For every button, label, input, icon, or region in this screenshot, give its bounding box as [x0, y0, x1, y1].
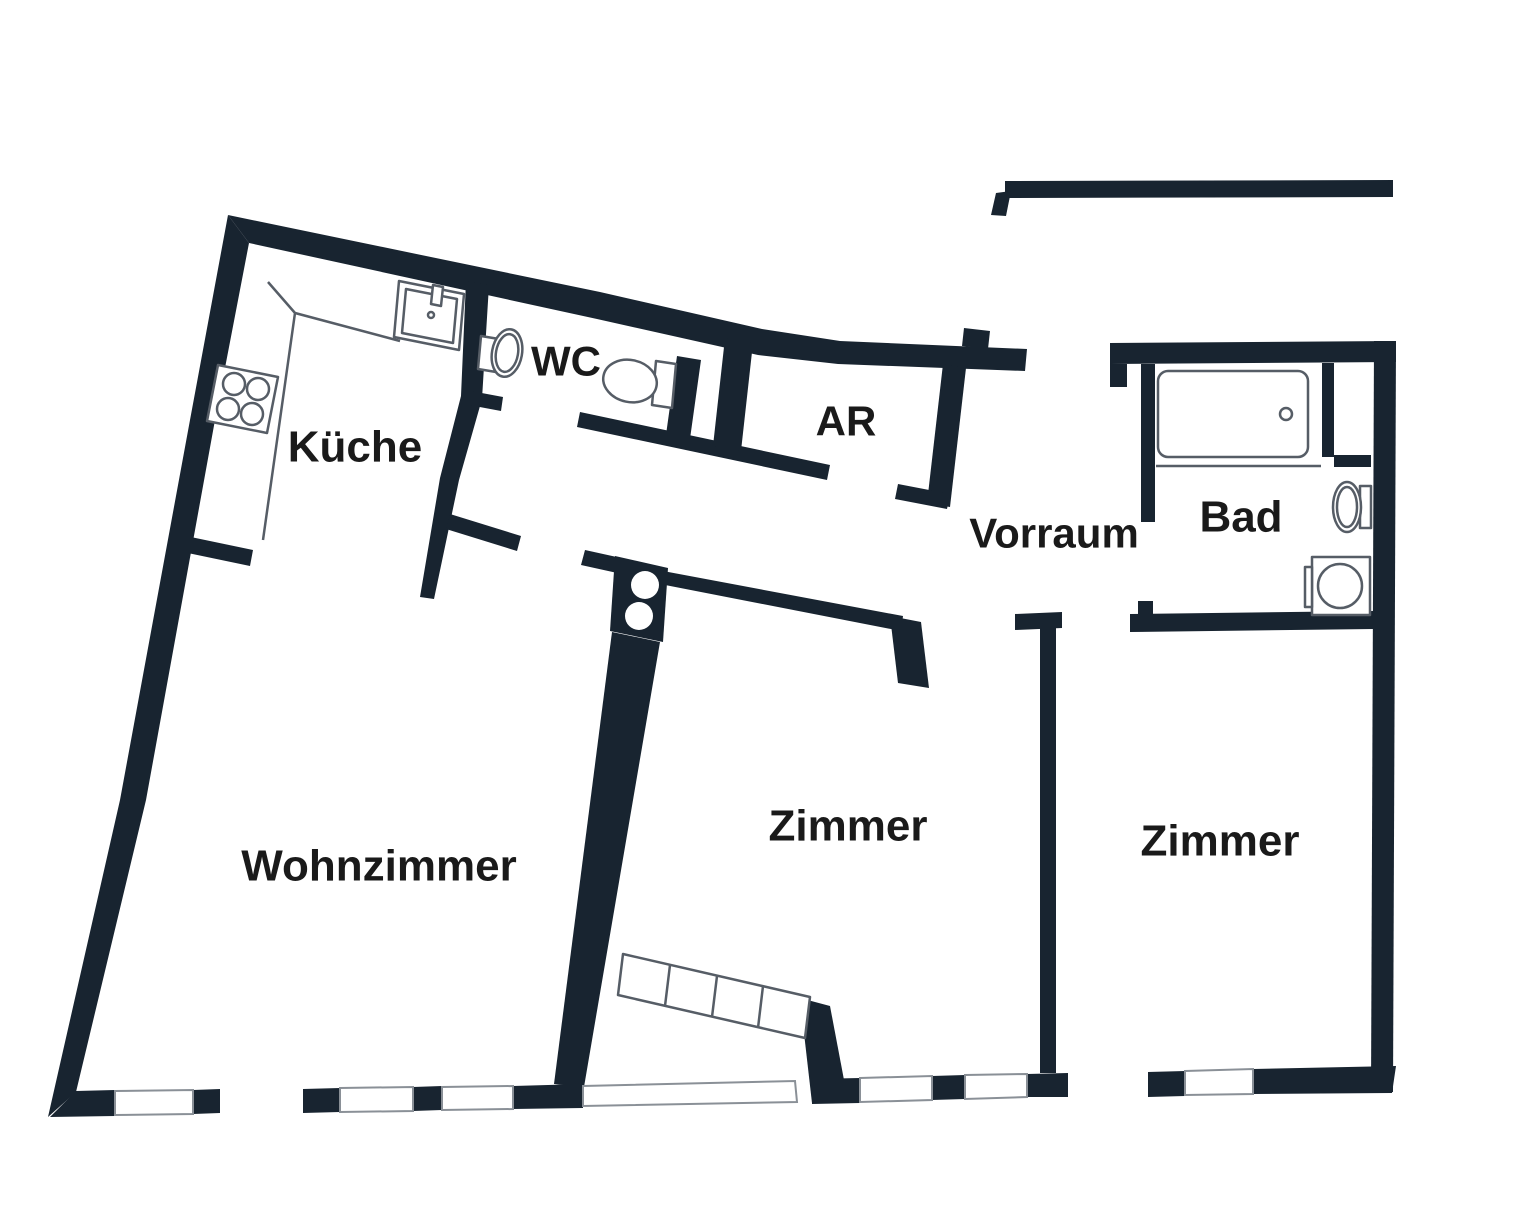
bathtub	[1156, 369, 1310, 459]
wall-ar-right-foot	[895, 484, 950, 509]
window-mid-zimmer-1	[859, 1074, 933, 1104]
wall-ar-left	[713, 338, 753, 451]
window-right-zimmer	[1184, 1067, 1254, 1097]
wall-bottom-right-k	[1253, 1066, 1396, 1094]
wall-left-exterior	[48, 215, 249, 1117]
stove-burner-4	[239, 401, 265, 427]
room-label-zimmer-mitte: Zimmer	[769, 802, 928, 851]
room-label-wohnzimmer: Wohnzimmer	[241, 842, 516, 891]
stove-burner-1	[221, 371, 247, 397]
wall-mid-zimmer-door-jamb	[890, 616, 929, 688]
wall-bottom-wohnzimmer-d	[413, 1086, 442, 1111]
kitchen-sink-drain	[426, 310, 436, 320]
wall-wc-bottom	[577, 412, 830, 480]
wall-kueche-stub	[183, 536, 253, 566]
wall-neighbour-bar	[1005, 180, 1393, 198]
wall-bad-top	[1110, 341, 1396, 364]
wall-neighbour-bar-stub	[991, 191, 1011, 216]
windows	[114, 1067, 1254, 1117]
stove-burner-2	[245, 376, 271, 402]
bathroom-basin-inner	[1335, 485, 1359, 529]
room-labels: Küche WC AR Vorraum Bad Wohnzimmer Zimme…	[241, 338, 1299, 891]
fixtures	[205, 279, 1373, 1040]
wall-kueche-right	[420, 281, 489, 599]
wall-divider-cap	[1015, 612, 1062, 630]
wall-bottom-mid-h	[932, 1075, 965, 1100]
wall-top-left-block	[228, 215, 1027, 371]
wall-spine	[554, 632, 660, 1087]
wall-bottom-wohnzimmer-b	[193, 1089, 220, 1114]
wall-bad-niche-v	[1322, 363, 1334, 457]
sofa-seat-dividers	[663, 964, 765, 1029]
kitchen-counter	[261, 281, 401, 541]
room-label-zimmer-rechts: Zimmer	[1141, 817, 1300, 866]
room-label-vorraum: Vorraum	[969, 510, 1139, 557]
room-label-wc: WC	[531, 338, 601, 385]
wall-right-exterior	[1371, 341, 1396, 1092]
window-wohnzimmer-1	[114, 1088, 194, 1117]
wall-bottom-right-j	[1148, 1071, 1185, 1097]
wall-corridor-south	[660, 571, 903, 631]
wall-corner-mid-zimmer	[800, 998, 848, 1103]
wall-kueche-right-stub	[469, 391, 503, 411]
wall-bottom-wohnzimmer-e	[513, 1084, 583, 1109]
wall-bottom-mid-i	[1027, 1073, 1068, 1097]
stove-burner-3	[215, 396, 241, 422]
washing-machine-drum	[1316, 562, 1364, 610]
window-french-wohnzimmer	[582, 1079, 799, 1108]
wall-bottom-wohnzimmer-a	[50, 1090, 115, 1117]
window-mid-zimmer-2	[964, 1072, 1028, 1101]
wall-bad-door-jamb	[1138, 601, 1153, 614]
wall-bad-top-stub	[1110, 364, 1127, 387]
room-label-kueche: Küche	[288, 423, 422, 472]
wall-divider-vertical	[1040, 628, 1056, 1073]
washing-machine-drawer	[1303, 565, 1314, 609]
bathtub-drain	[1278, 406, 1294, 422]
wc-toilet-bowl	[601, 358, 659, 404]
kitchen-sink-faucet	[429, 283, 445, 308]
wall-bottom-mid-f	[812, 1078, 860, 1104]
wc-basin-inner	[494, 332, 520, 374]
wall-bad-left	[1141, 364, 1155, 522]
chimney-flue-1	[631, 571, 659, 599]
wall-top-tick	[962, 328, 990, 349]
wall-corridor-branch	[446, 514, 521, 551]
wall-ar-right	[927, 364, 966, 507]
wall-bottom-wohnzimmer-c	[303, 1088, 340, 1113]
room-label-bad: Bad	[1199, 493, 1282, 542]
wall-bad-niche-h	[1334, 455, 1371, 467]
window-wohnzimmer-2	[339, 1085, 414, 1114]
chimney-flues	[625, 571, 659, 630]
window-wohnzimmer-3	[441, 1084, 514, 1112]
room-label-ar: AR	[816, 398, 877, 445]
chimney-flue-2	[625, 602, 653, 630]
